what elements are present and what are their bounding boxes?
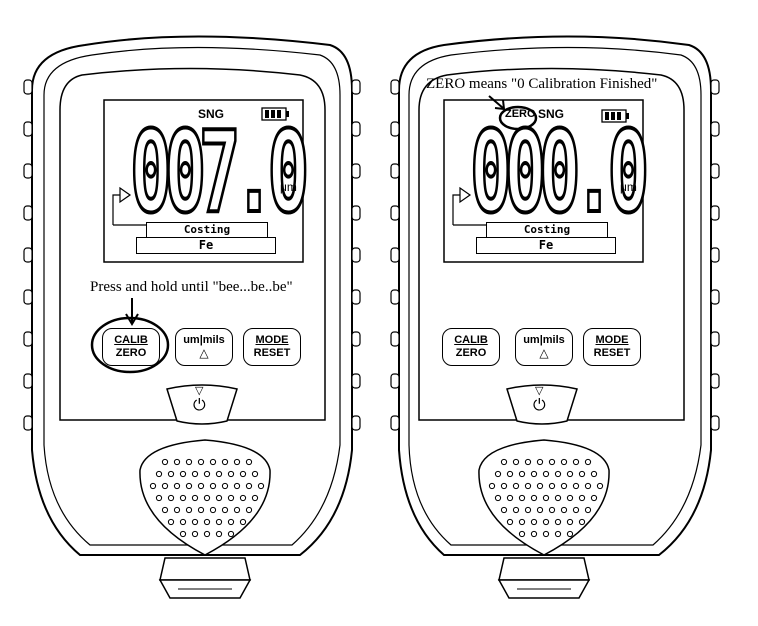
speaker-grille [488, 458, 604, 538]
sng-indicator: SNG [198, 107, 225, 121]
material-label: Fe [476, 237, 616, 254]
sng-indicator: SNG [538, 107, 565, 121]
unit-toggle-button[interactable]: um|mils △ [175, 328, 233, 366]
zero-label: ZERO [455, 347, 487, 359]
right-device: ZERO SNG 000.0 μm Costing Fe ZERO means … [379, 0, 758, 626]
mode-label: MODE [595, 334, 629, 346]
calib-zero-button[interactable]: CALIB ZERO [442, 328, 500, 366]
power-button[interactable]: ▽ ⏻ [163, 383, 241, 425]
unit-label: μm [620, 180, 637, 194]
zero-explanation-annotation: ZERO means "0 Calibration Finished" [426, 76, 658, 92]
zero-indicator: ZERO [505, 108, 536, 120]
unit-toggle-button[interactable]: um|mils △ [515, 328, 573, 366]
speaker-grille [149, 458, 265, 538]
thickness-reading: 000.0 [469, 108, 651, 238]
power-icon: ⏻ [193, 397, 206, 414]
calib-label: CALIB [114, 334, 148, 346]
mode-reset-button[interactable]: MODE RESET [243, 328, 301, 366]
calib-zero-button[interactable]: CALIB ZERO [102, 328, 160, 366]
mode-label: MODE [255, 334, 289, 346]
power-button-shape [506, 384, 578, 425]
up-arrow-icon: △ [199, 346, 209, 360]
power-button[interactable]: ▽ ⏻ [503, 383, 581, 425]
power-button-shape [166, 384, 238, 425]
zero-label: ZERO [115, 347, 147, 359]
lcd-display: ZERO SNG 000.0 μm Costing Fe [444, 100, 651, 262]
unit-label: μm [280, 180, 297, 194]
left-device: SNG 007.0 μm Costing Fe Press and hold u… [23, 35, 361, 599]
unit-toggle-label: um|mils [523, 334, 565, 346]
down-arrow-icon: ▽ [535, 385, 544, 397]
reset-label: RESET [253, 347, 291, 359]
material-label: Fe [136, 237, 276, 254]
reset-label: RESET [593, 347, 631, 359]
coating-label: Costing [486, 222, 608, 238]
coating-label: Costing [146, 222, 268, 238]
power-icon: ⏻ [533, 397, 546, 414]
calib-label: CALIB [454, 334, 488, 346]
down-arrow-icon: ▽ [195, 385, 204, 397]
instruction-annotation: Press and hold until "bee...be..be" [90, 279, 293, 295]
up-arrow-icon: △ [539, 346, 549, 360]
mode-reset-button[interactable]: MODE RESET [583, 328, 641, 366]
lcd-display: SNG 007.0 μm Costing Fe [104, 100, 311, 262]
thickness-reading: 007.0 [129, 108, 311, 238]
unit-toggle-label: um|mils [183, 334, 225, 346]
